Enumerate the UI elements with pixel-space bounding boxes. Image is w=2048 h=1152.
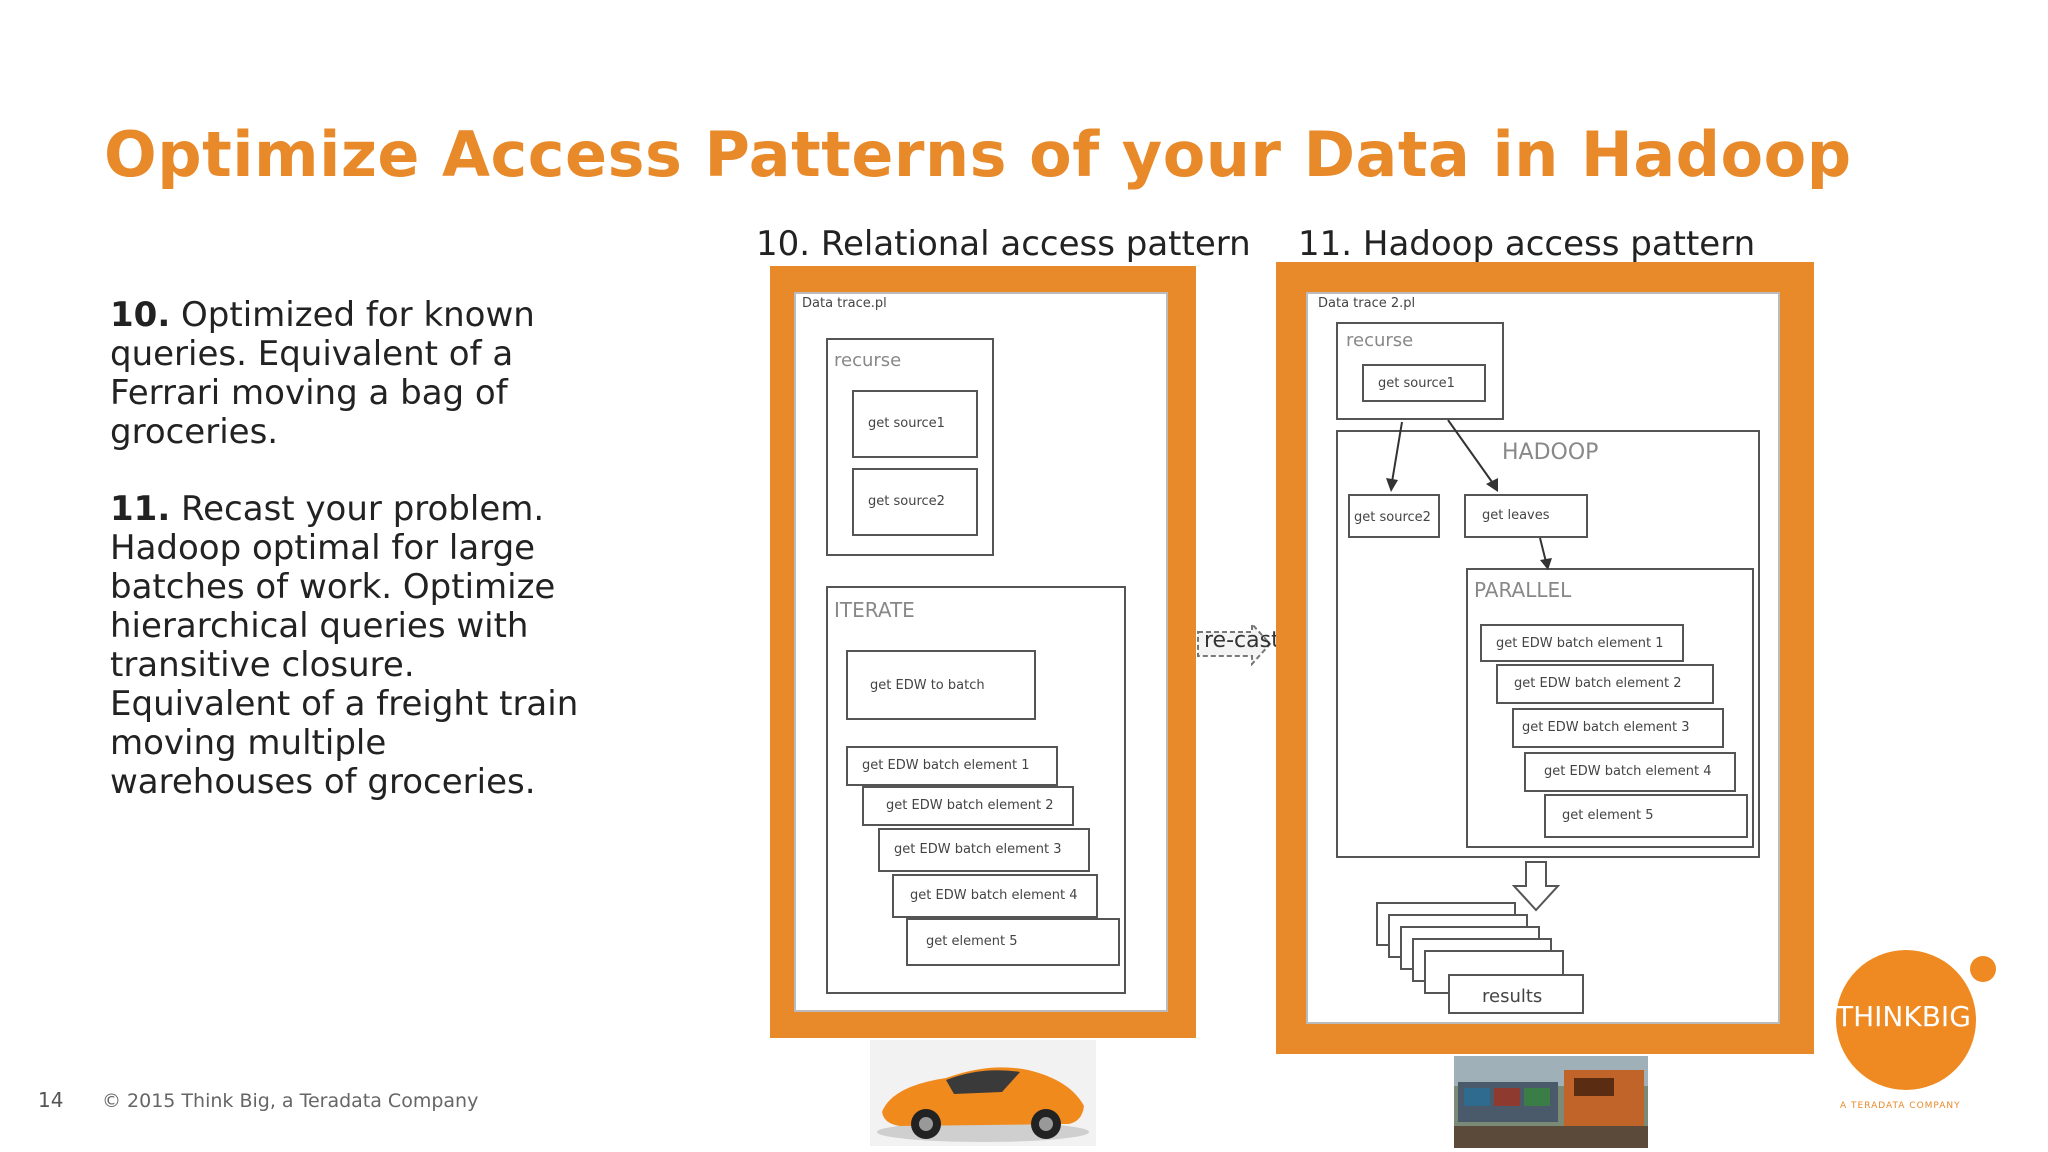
leaves-label: get leaves <box>1482 508 1550 523</box>
paragraph-relational: 10. Optimized for known queries. Equival… <box>110 296 590 452</box>
logo-subtitle: A TERADATA COMPANY <box>1840 1101 1961 1111</box>
hadoop-label: HADOOP <box>1502 440 1599 465</box>
results-box: results <box>1448 974 1584 1014</box>
left-caption: 10. Relational access pattern <box>756 224 1251 264</box>
right-diagram-panel: Data trace 2.pl recurse get source1 HADO… <box>1306 292 1780 1024</box>
body-text: 10. Optimized for known queries. Equival… <box>110 296 590 840</box>
parallel-box: PARALLEL get EDW batch element 1 get EDW… <box>1466 568 1754 848</box>
element-label: get EDW batch element 2 <box>1514 676 1682 691</box>
paragraph-hadoop: 11. Recast your problem. Hadoop optimal … <box>110 490 590 802</box>
element-label: get EDW batch element 3 <box>1522 720 1690 735</box>
element-box: get element 5 <box>1544 794 1748 838</box>
diagram-filename: Data trace 2.pl <box>1318 296 1416 311</box>
element-label: get element 5 <box>1562 808 1654 823</box>
element-box: get EDW batch element 2 <box>862 786 1074 826</box>
recurse-box: recurse get source1 <box>1336 322 1504 420</box>
batch-box: get EDW to batch <box>846 650 1036 720</box>
hadoop-box: HADOOP get source2 get leaves PARALLEL g… <box>1336 430 1760 858</box>
iterate-label: ITERATE <box>834 598 915 622</box>
paragraph-text: Recast your problem. Hadoop optimal for … <box>110 489 579 802</box>
diagram-filename: Data trace.pl <box>802 296 887 311</box>
source1-box: get source1 <box>1362 364 1486 402</box>
source1-box: get source1 <box>852 390 978 458</box>
paragraph-text: Optimized for known queries. Equivalent … <box>110 295 535 452</box>
results-label: results <box>1482 986 1543 1007</box>
thinkbig-logo <box>1836 950 1976 1090</box>
left-diagram-panel: Data trace.pl recurse get source1 get so… <box>794 292 1168 1012</box>
element-label: get EDW batch element 2 <box>886 798 1054 813</box>
element-box: get EDW batch element 4 <box>1524 752 1736 792</box>
recurse-label: recurse <box>834 350 902 371</box>
batch-label: get EDW to batch <box>870 678 985 693</box>
ferrari-image <box>870 1040 1096 1146</box>
element-box: get EDW batch element 3 <box>878 828 1090 872</box>
slide-title: Optimize Access Patterns of your Data in… <box>104 118 1852 191</box>
logo-text: THINKBIG <box>1836 1000 1971 1033</box>
recast-label: re-cast <box>1204 628 1280 653</box>
flow-arrows-icon <box>1386 419 1561 912</box>
element-box: get EDW batch element 3 <box>1512 708 1724 748</box>
source2-box: get source2 <box>1348 494 1440 538</box>
element-label: get EDW batch element 1 <box>1496 636 1664 651</box>
element-label: get EDW batch element 3 <box>894 842 1062 857</box>
element-label: get EDW batch element 4 <box>1544 764 1712 779</box>
page-number: 14 <box>38 1088 64 1112</box>
right-caption: 11. Hadoop access pattern <box>1298 224 1756 264</box>
paragraph-lead: 10. <box>110 295 171 335</box>
iterate-box: ITERATE get EDW to batch get EDW batch e… <box>826 586 1126 994</box>
logo-dot <box>1970 956 1996 982</box>
source1-label: get source1 <box>868 416 945 431</box>
element-label: get element 5 <box>926 934 1018 949</box>
source2-box: get source2 <box>852 468 978 536</box>
element-box: get element 5 <box>906 918 1120 966</box>
recast-arrow-icon <box>1197 622 1272 666</box>
element-box: get EDW batch element 1 <box>1480 624 1684 662</box>
source2-label: get source2 <box>868 494 945 509</box>
element-label: get EDW batch element 1 <box>862 758 1030 773</box>
element-box: get EDW batch element 2 <box>1496 664 1714 704</box>
leaves-box: get leaves <box>1464 494 1588 538</box>
source1-label: get source1 <box>1378 376 1455 391</box>
source2-label: get source2 <box>1354 510 1431 525</box>
element-box: get EDW batch element 1 <box>846 746 1058 786</box>
element-label: get EDW batch element 4 <box>910 888 1078 903</box>
parallel-label: PARALLEL <box>1474 578 1572 602</box>
recurse-label: recurse <box>1346 330 1414 351</box>
copyright: © 2015 Think Big, a Teradata Company <box>102 1090 479 1112</box>
freight-train-image <box>1454 1056 1648 1148</box>
paragraph-lead: 11. <box>110 489 171 529</box>
element-box: get EDW batch element 4 <box>892 874 1098 918</box>
recurse-box: recurse get source1 get source2 <box>826 338 994 556</box>
